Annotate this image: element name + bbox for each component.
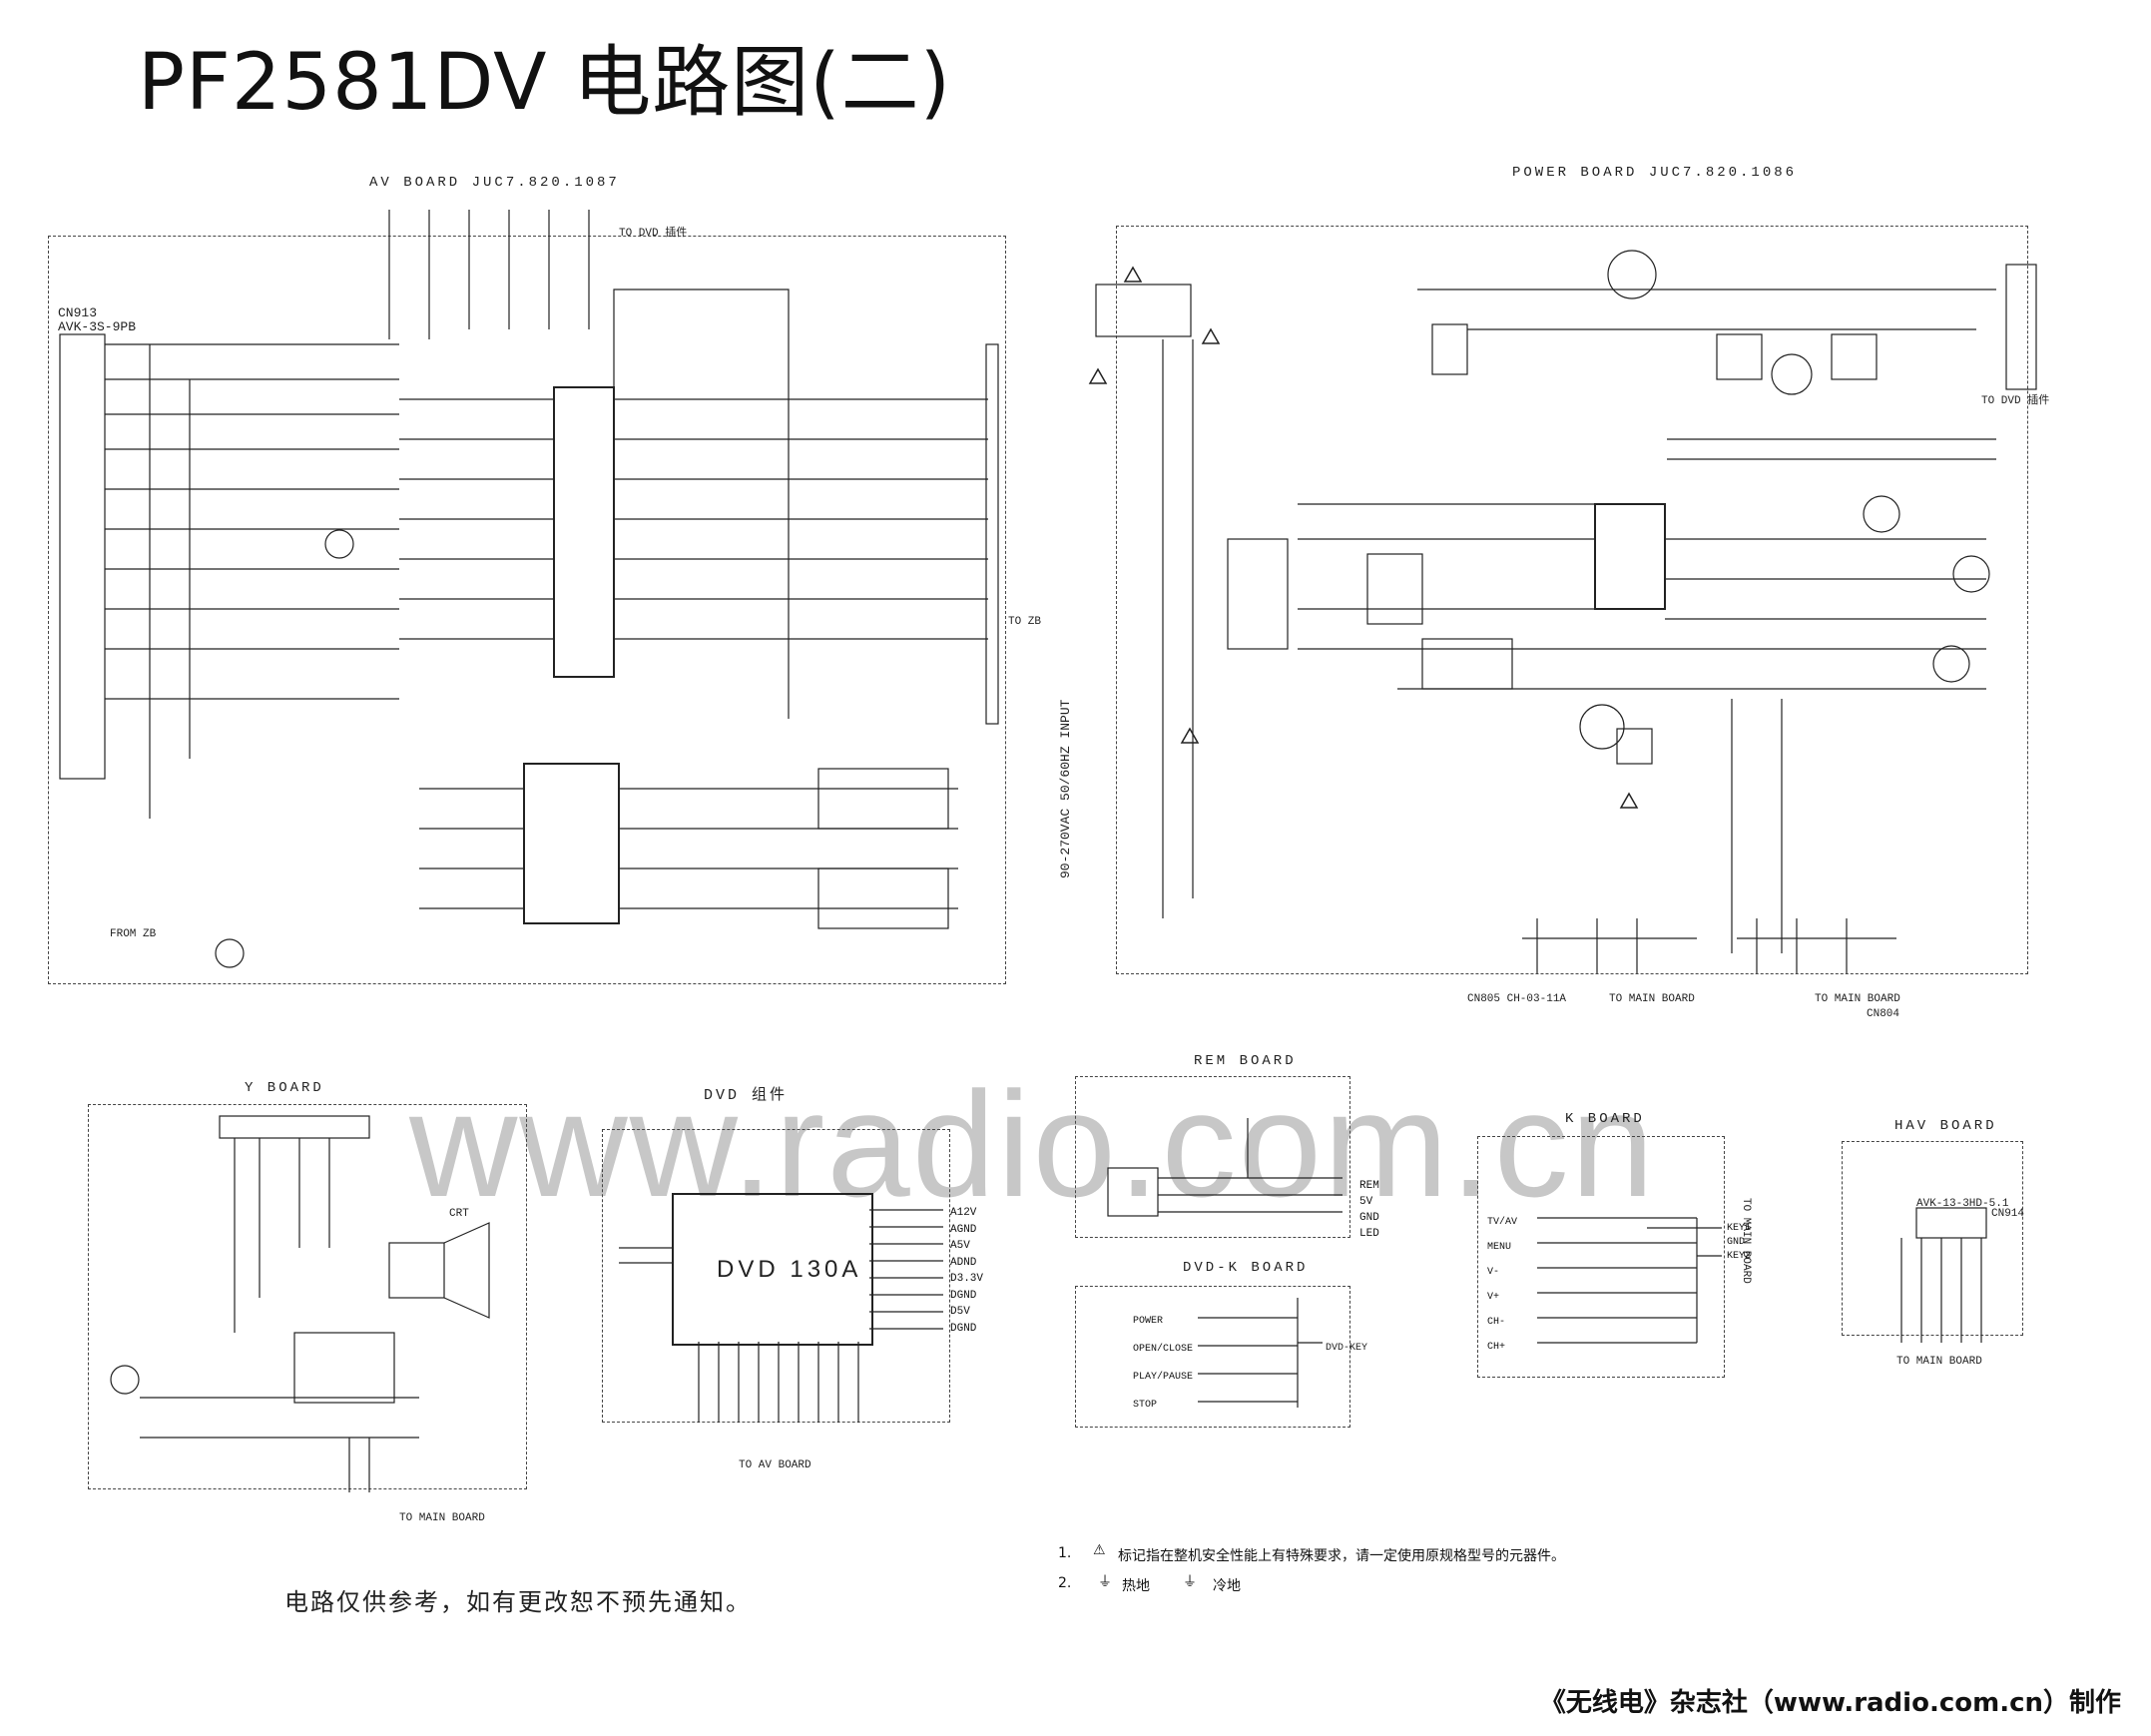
k-board-label: K BOARD — [1565, 1111, 1645, 1127]
rem-pin: LED — [1359, 1228, 1379, 1240]
dvdk-board-label: DVD-K BOARD — [1183, 1260, 1309, 1276]
av-to-zb-label: TO ZB — [1008, 616, 1042, 628]
av-board-label: AV BOARD JUC7.820.1087 — [369, 175, 620, 191]
warning-icon — [1619, 792, 1639, 809]
dvdk-key: OPEN/CLOSE — [1133, 1344, 1194, 1355]
dvd-pin: AGND — [950, 1223, 977, 1236]
power-switch-transistor — [1579, 704, 1625, 750]
dvdk-out: DVD-KEY — [1326, 1343, 1368, 1354]
dvd-pin: ADND — [950, 1256, 977, 1269]
dvd-module-box — [672, 1193, 873, 1346]
k-key-list: TV/AV MENU V- V+ CH- CH+ — [1487, 1210, 1517, 1360]
dvd-pin: DGND — [950, 1289, 977, 1302]
y-crt-label: CRT — [449, 1208, 469, 1220]
dvd-pin: DGND — [950, 1322, 977, 1335]
power-regulator-transistor — [1607, 250, 1657, 299]
y-to-main-bottom: TO MAIN BOARD — [399, 1512, 485, 1524]
k-pin: KEY2 — [1727, 1251, 1752, 1262]
dvdk-key: POWER — [1133, 1316, 1164, 1327]
dvd-pin: A5V — [950, 1240, 970, 1252]
av-switch-ic — [553, 386, 615, 678]
dvd-pin: D5V — [950, 1306, 970, 1318]
note-1-text: 标记指在整机安全性能上有特殊要求，请一定使用原规格型号的元器件。 — [1118, 1548, 1565, 1564]
hav-board-label: HAV BOARD — [1894, 1118, 1997, 1134]
k-key: CH- — [1487, 1317, 1506, 1328]
power-board-label: POWER BOARD JUC7.820.1086 — [1512, 165, 1798, 181]
ir-receiver — [1107, 1167, 1159, 1217]
warning-icon — [1180, 727, 1200, 744]
dvd-pin-list: A12V AGND A5V ADND D3.3V DGND D5V DGND — [950, 1205, 983, 1337]
power-to-main-2: TO MAIN BOARD — [1815, 993, 1900, 1005]
cold-ground-icon: ⏚ — [1183, 1574, 1197, 1590]
dvdk-key: STOP — [1133, 1400, 1158, 1411]
cn913-type-label: AVK-3S-9PB — [58, 319, 137, 334]
publisher-credit: 《无线电》杂志社（www.radio.com.cn）制作 — [1539, 1688, 2121, 1718]
y-board-connector — [219, 1115, 370, 1139]
dvd-module-name: DVD 130A — [717, 1256, 862, 1283]
note-2-hot: 热地 — [1122, 1578, 1150, 1594]
dvd-pin: A12V — [950, 1207, 977, 1219]
power-pwm-ic — [1594, 503, 1666, 610]
power-to-main-1: TO MAIN BOARD — [1609, 993, 1695, 1005]
y-board-outline — [88, 1104, 527, 1489]
note-1-number: 1. — [1058, 1545, 1072, 1561]
power-fuse-block — [1095, 284, 1192, 337]
av-input-connector — [59, 333, 106, 780]
cn913-label: CN913 — [58, 305, 98, 320]
hav-to-main: TO MAIN BOARD — [1896, 1356, 1982, 1368]
k-key: V+ — [1487, 1292, 1500, 1303]
watermark: www.radio.com.cn — [409, 1060, 1657, 1228]
av-from-zb-label: FROM ZB — [110, 928, 157, 940]
note-2-number: 2. — [1058, 1575, 1072, 1591]
k-key: V- — [1487, 1267, 1500, 1278]
power-cn804: CN804 — [1867, 1008, 1900, 1020]
note-2-cold: 冷地 — [1213, 1578, 1241, 1594]
rem-board-outline — [1075, 1076, 1350, 1238]
dvd-board-label: DVD 组件 — [704, 1087, 789, 1104]
dvdk-key-list: POWER OPEN/CLOSE PLAY/PAUSE STOP — [1133, 1308, 1193, 1420]
rem-board-label: REM BOARD — [1194, 1053, 1297, 1069]
warning-icon: ⚠ — [1093, 1542, 1106, 1558]
dvdk-key: PLAY/PAUSE — [1133, 1372, 1194, 1383]
rem-pin-list: REM 5V GND LED — [1359, 1178, 1379, 1242]
k-pin-list: KEY1 GND KEY2 — [1727, 1222, 1751, 1264]
hav-board-outline — [1842, 1141, 2023, 1336]
warning-icon — [1088, 367, 1108, 384]
power-cn805: CN805 CH-03-11A — [1467, 993, 1567, 1005]
k-key: CH+ — [1487, 1342, 1506, 1353]
av-transistor — [324, 529, 354, 559]
rem-pin: REM — [1359, 1180, 1379, 1192]
page-title: PF2581DV 电路图(二) — [138, 38, 952, 128]
hav-cn: CN914 — [1991, 1208, 2025, 1220]
dvd-board-outline — [602, 1129, 950, 1423]
av-board-outline — [48, 236, 1006, 984]
y-board-label: Y BOARD — [245, 1080, 324, 1096]
k-pin: KEY1 — [1727, 1223, 1752, 1234]
dvd-to-av: TO AV BOARD — [739, 1459, 811, 1471]
warning-icon — [1201, 327, 1221, 344]
crt-socket — [388, 1242, 445, 1299]
k-pin: GND — [1727, 1237, 1746, 1248]
k-key: TV/AV — [1487, 1217, 1518, 1228]
rem-pin: GND — [1359, 1212, 1379, 1224]
av-to-dvd-label: TO DVD 插件 — [619, 228, 688, 240]
disclaimer: 电路仅供参考，如有更改恕不预先通知。 — [284, 1588, 752, 1616]
rem-pin: 5V — [1359, 1196, 1373, 1208]
dvd-pin: D3.3V — [950, 1273, 984, 1285]
k-board-outline — [1477, 1136, 1725, 1378]
dvdk-board-outline — [1075, 1286, 1350, 1428]
power-board-outline — [1116, 226, 2028, 974]
power-to-dvd-label: TO DVD 插件 — [1981, 395, 2050, 407]
hav-connector-shape — [1915, 1207, 1987, 1239]
av-audio-ic — [523, 763, 620, 924]
k-key: MENU — [1487, 1242, 1512, 1253]
hav-connector: AVK-13-3HD-5.1 — [1916, 1198, 2009, 1210]
hot-ground-icon: ⏚ — [1098, 1574, 1112, 1590]
warning-icon — [1123, 266, 1143, 283]
